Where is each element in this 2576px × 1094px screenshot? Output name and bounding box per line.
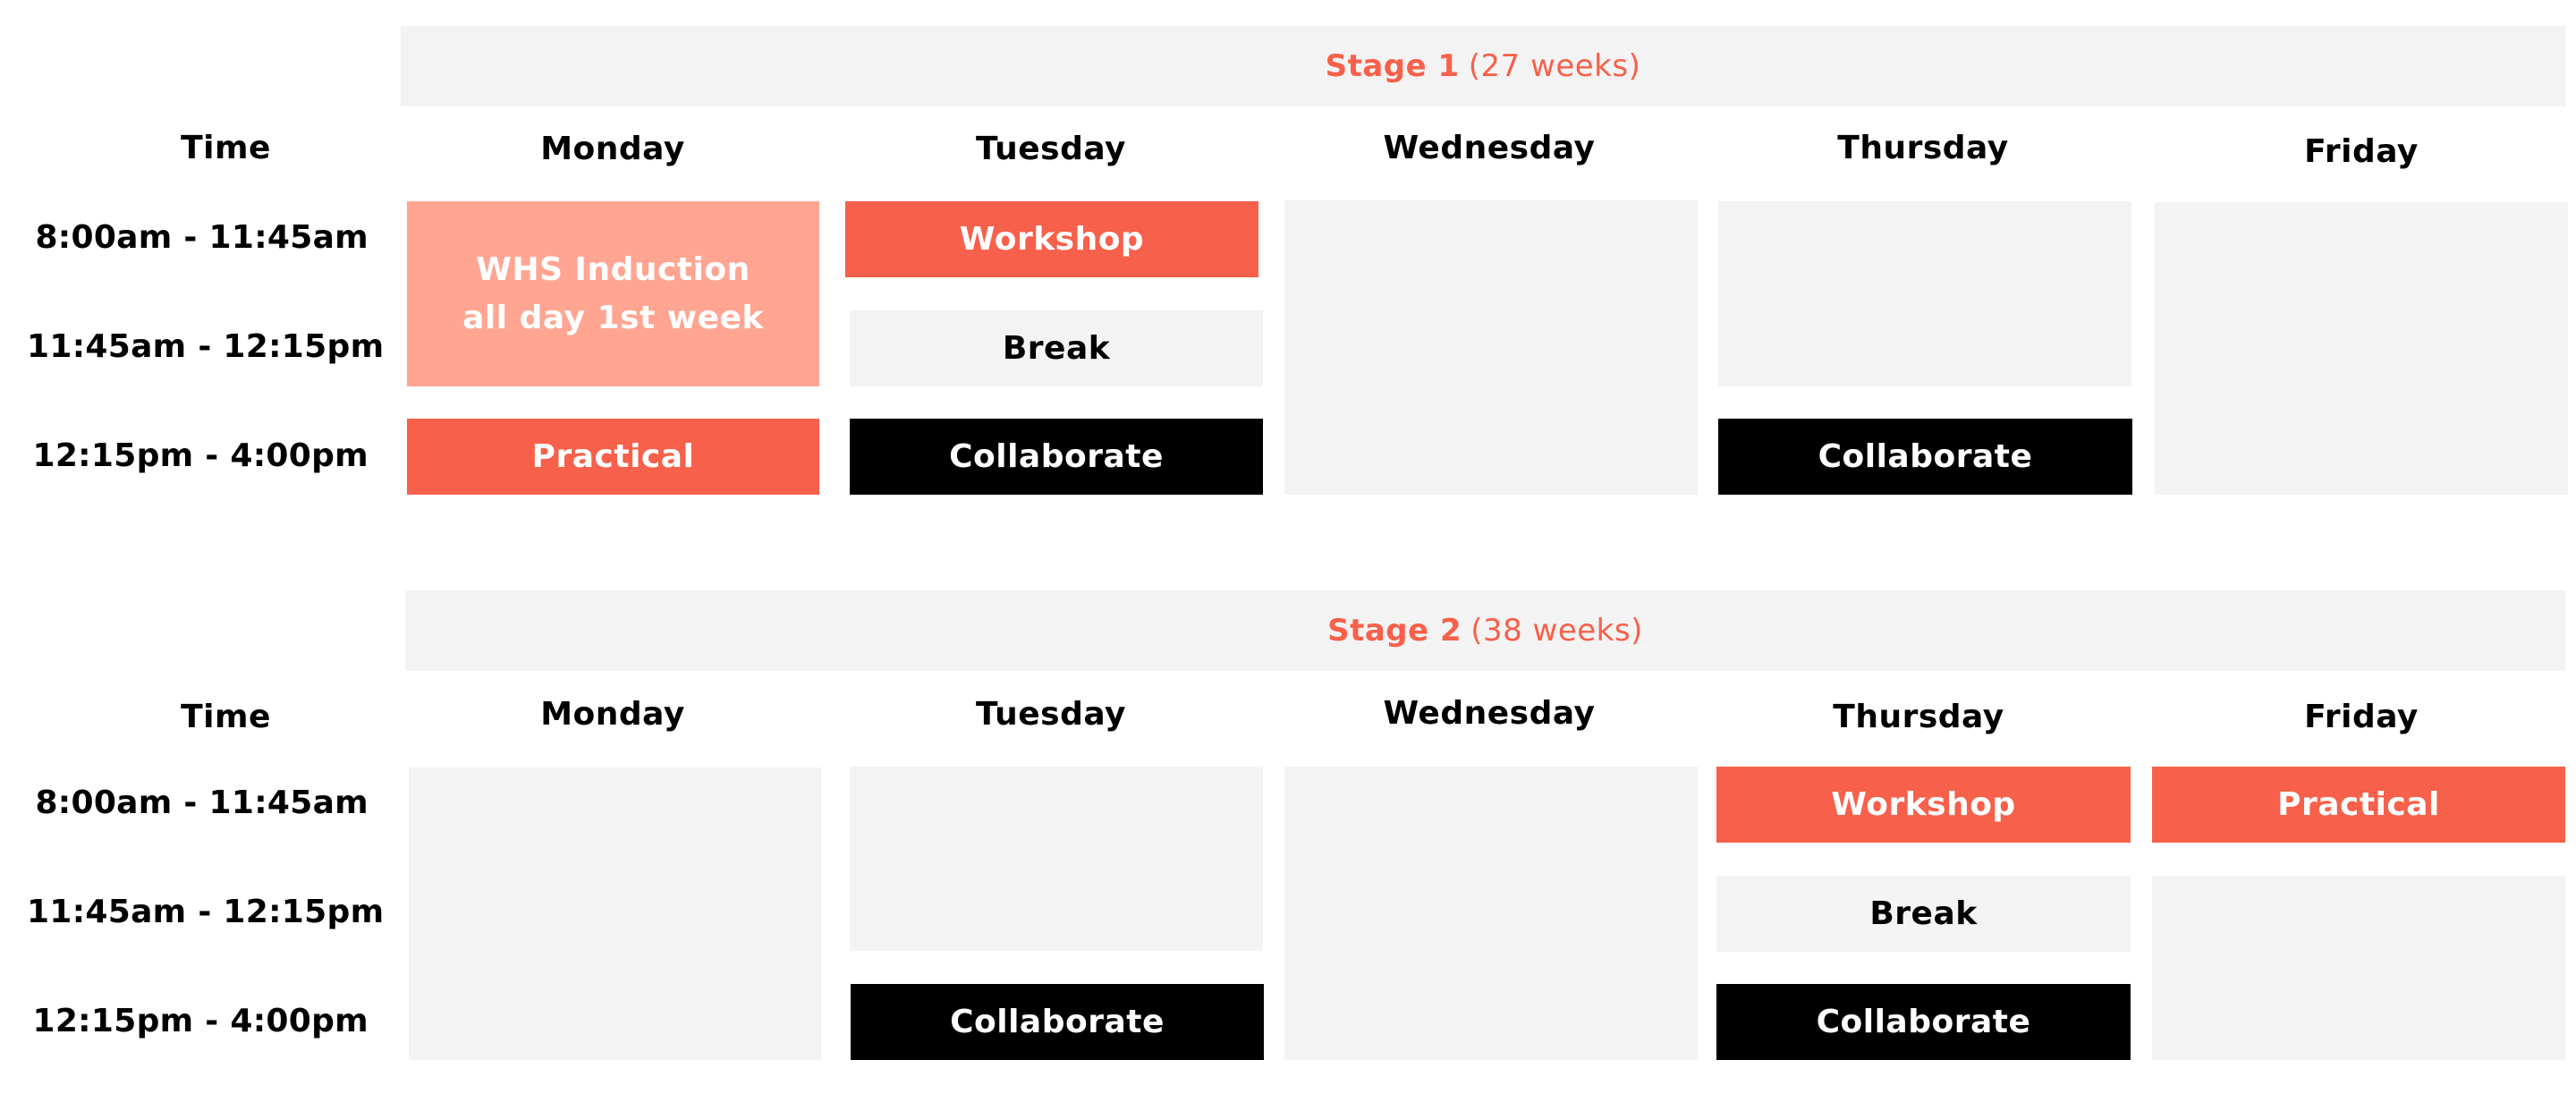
stage2-label: Stage 2 [1327,613,1462,649]
stage1-tuesday-break-block: Break [850,310,1263,386]
stage2-thursday-workshop-block: Workshop [1716,767,2131,843]
stage2-day-monday: Monday [540,696,685,733]
stage2-day-tuesday: Tuesday [976,696,1126,733]
stage1-time-slot-afternoon: 12:15pm - 4:00pm [32,437,369,474]
stage1-thursday-morning-empty-block [1718,201,2131,386]
stage1-thursday-collaborate-block: Collaborate [1718,419,2132,495]
stage1-friday-empty-block [2155,202,2568,495]
stage2-tuesday-collaborate-block: Collaborate [851,984,1264,1060]
stage1-label: Stage 1 [1325,48,1460,84]
stage2-day-thursday: Thursday [1833,699,2004,735]
stage2-friday-practical-block: Practical [2152,767,2565,843]
stage1-day-friday: Friday [2304,133,2419,170]
stage1-monday-induction-block: WHS Induction all day 1st week [407,201,819,386]
stage1-tuesday-workshop-block: Workshop [845,201,1258,277]
stage1-tuesday-collaborate-block: Collaborate [850,419,1263,495]
stage2-time-header: Time [181,699,271,735]
stage1-time-header: Time [181,130,271,166]
stage2-time-slot-morning: 8:00am - 11:45am [35,784,369,821]
stage1-day-thursday: Thursday [1837,130,2009,166]
induction-line2: all day 1st week [462,299,764,336]
induction-line1: WHS Induction [476,250,750,288]
stage2-day-wednesday: Wednesday [1383,695,1596,732]
stage2-thursday-break-block: Break [1716,876,2131,952]
stage2-friday-empty-block [2152,876,2565,1060]
stage2-time-slot-break: 11:45am - 12:15pm [27,894,385,930]
stage2-time-slot-afternoon: 12:15pm - 4:00pm [32,1003,369,1039]
stage1-time-slot-break: 11:45am - 12:15pm [27,328,385,365]
stage2-monday-empty-block [409,767,821,1060]
stage2-wednesday-empty-block [1284,767,1698,1060]
stage1-day-monday: Monday [540,131,685,167]
stage1-wednesday-empty-block [1284,200,1698,495]
stage1-day-tuesday: Tuesday [976,131,1126,167]
stage2-day-friday: Friday [2304,699,2419,735]
stage1-day-wednesday: Wednesday [1383,130,1596,166]
stage1-time-slot-morning: 8:00am - 11:45am [35,219,369,256]
stage1-banner: Stage 1 (27 weeks) [401,26,2565,106]
stage2-tuesday-morning-empty-block [850,767,1263,951]
stage1-weeks: (27 weeks) [1468,48,1641,84]
stage2-weeks: (38 weeks) [1470,613,1643,649]
stage2-banner: Stage 2 (38 weeks) [405,590,2565,671]
stage2-thursday-collaborate-block: Collaborate [1716,984,2131,1060]
stage1-monday-practical-block: Practical [407,419,819,495]
